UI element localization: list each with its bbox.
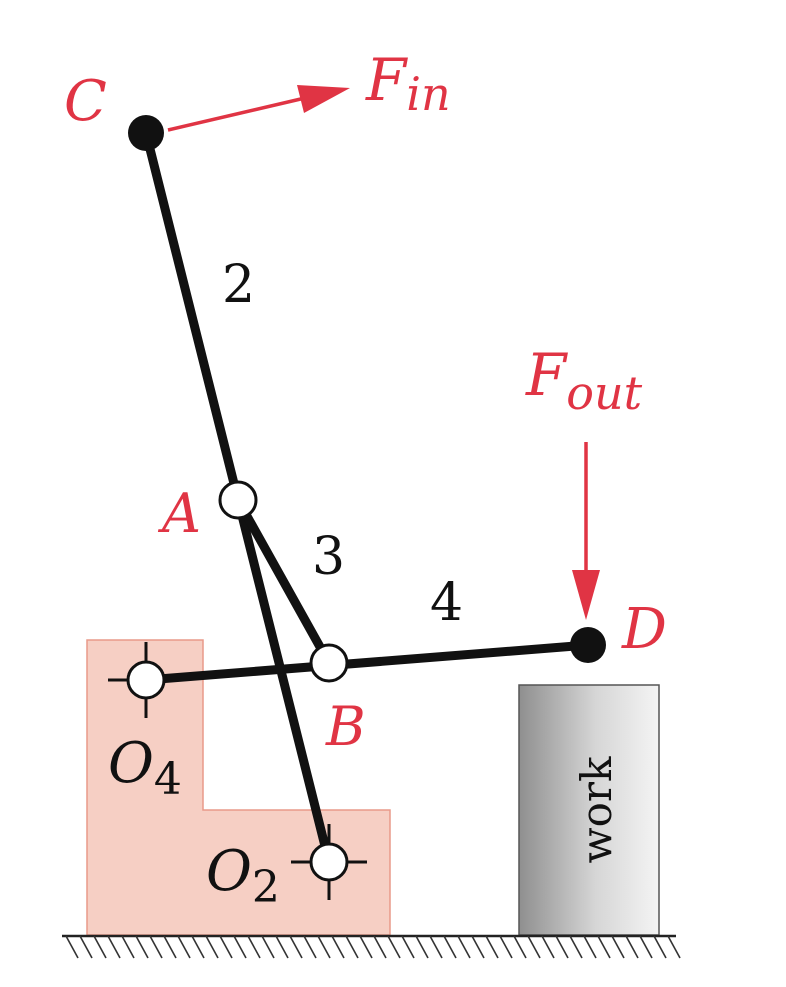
hatch-mark xyxy=(205,935,219,959)
link-4 xyxy=(141,640,593,685)
hatch-mark xyxy=(93,935,107,959)
hatch-mark xyxy=(65,935,79,959)
label-o2: O2 xyxy=(206,839,280,913)
ground-hatching xyxy=(62,934,681,959)
hatch-mark xyxy=(401,935,415,959)
hatch-mark xyxy=(625,935,639,959)
hatch-mark xyxy=(345,935,359,959)
hatch-mark xyxy=(471,935,485,959)
label-f-out-main: F xyxy=(525,341,568,409)
label-f-out-sub: out xyxy=(566,366,642,420)
hatch-mark xyxy=(653,935,667,959)
hatch-mark xyxy=(359,935,373,959)
label-b: B xyxy=(325,695,366,758)
hatch-mark xyxy=(387,935,401,959)
hatch-mark xyxy=(499,935,513,959)
hatch-mark xyxy=(457,935,471,959)
hatch-mark xyxy=(317,935,331,959)
hatch-mark xyxy=(219,935,233,959)
hatch-mark xyxy=(611,935,625,959)
hatch-mark xyxy=(135,935,149,959)
hatch-mark xyxy=(79,935,93,959)
hatch-mark xyxy=(555,935,569,959)
hatch-mark xyxy=(247,935,261,959)
pivot-o2 xyxy=(291,824,367,900)
hatch-mark xyxy=(429,935,443,959)
label-f-in-sub: in xyxy=(406,67,450,121)
hatch-mark xyxy=(191,935,205,959)
hatch-mark xyxy=(373,935,387,959)
hatch-mark xyxy=(289,935,303,959)
point-c-dot xyxy=(128,115,164,151)
hatch-mark xyxy=(177,935,191,959)
hatch-mark xyxy=(233,935,247,959)
pivot-o4 xyxy=(108,642,184,718)
hatch-mark xyxy=(149,935,163,959)
hatch-mark xyxy=(303,935,317,959)
hatch-mark xyxy=(513,935,527,959)
work-label: work xyxy=(572,756,621,863)
hatch-mark xyxy=(667,935,681,959)
link-3 xyxy=(233,495,334,668)
label-link-4: 4 xyxy=(430,573,463,633)
hatch-mark xyxy=(597,935,611,959)
label-o4-sub: 4 xyxy=(154,754,182,805)
hatch-mark xyxy=(121,935,135,959)
label-c: C xyxy=(64,69,107,134)
work-block xyxy=(518,684,660,936)
hatch-mark xyxy=(527,935,541,959)
label-f-in-main: F xyxy=(365,46,408,114)
hatch-mark xyxy=(261,935,275,959)
force-out-arrow xyxy=(572,442,600,620)
hatch-mark xyxy=(639,935,653,959)
point-d-dot xyxy=(570,627,606,663)
label-d: D xyxy=(621,597,667,662)
hatch-mark xyxy=(569,935,583,959)
force-in-arrow xyxy=(167,85,350,132)
hatch-mark xyxy=(443,935,457,959)
hatch-mark xyxy=(485,935,499,959)
hatch-mark xyxy=(107,935,121,959)
label-o2-sub: 2 xyxy=(252,862,280,913)
pin-joint-b xyxy=(309,643,349,683)
label-f-out: Fout xyxy=(525,341,643,420)
hatch-mark xyxy=(275,935,289,959)
label-link-3: 3 xyxy=(312,527,345,587)
label-o4: O4 xyxy=(108,731,182,805)
label-o4-main: O xyxy=(108,731,154,796)
pin-joint-a xyxy=(218,480,258,520)
hatch-mark xyxy=(163,935,177,959)
hatch-mark xyxy=(415,935,429,959)
label-o2-main: O xyxy=(206,839,252,904)
hatch-mark xyxy=(541,935,555,959)
label-f-in: Fin xyxy=(365,46,451,121)
hatch-mark xyxy=(583,935,597,959)
label-a: A xyxy=(157,482,201,545)
label-link-2: 2 xyxy=(222,255,255,315)
hatch-mark xyxy=(331,935,345,959)
